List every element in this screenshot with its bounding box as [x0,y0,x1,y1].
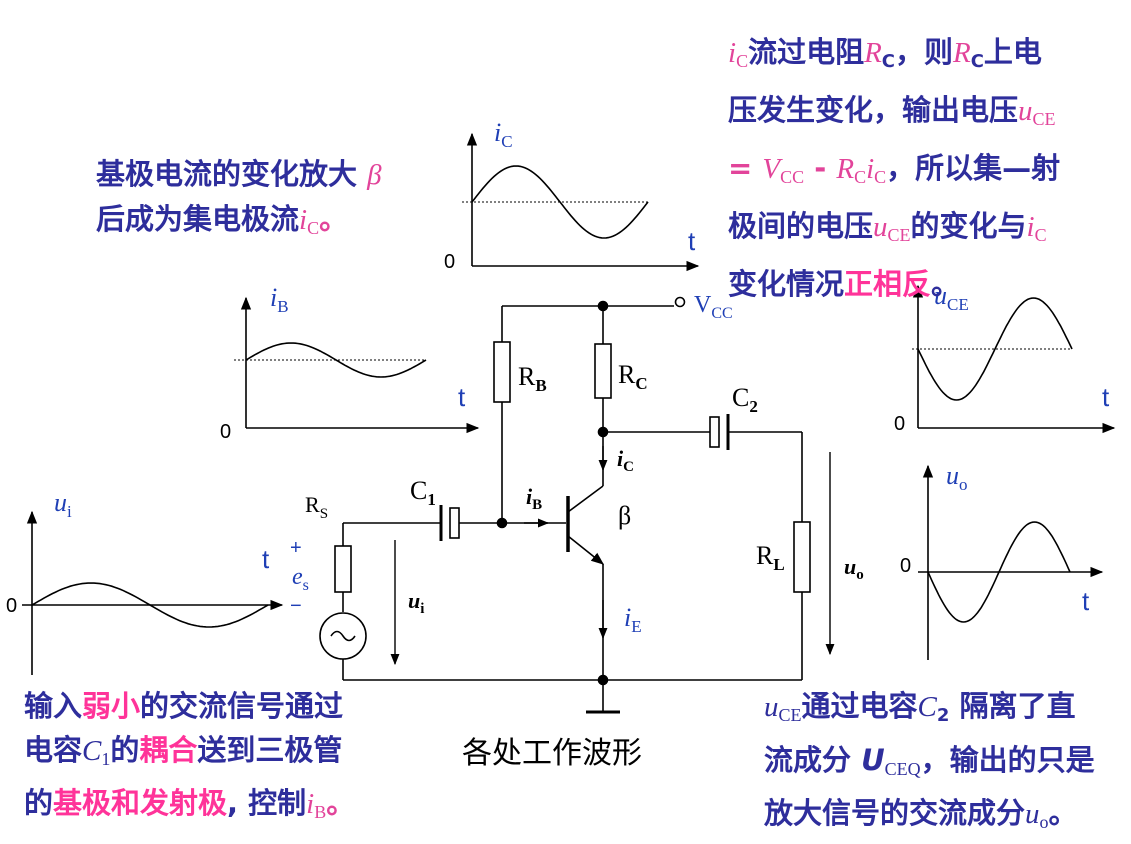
graph-uo-origin: 0 [900,555,911,577]
graph-ui [22,510,284,675]
graph-uo [918,464,1104,660]
note-top-left: 基极电流的变化放大 β 后成为集电极流iC。 [96,152,382,250]
graph-uce-t: t [1102,382,1110,412]
note-top-right-line3: = VCC - RCiC，所以集—射 [728,151,1061,188]
graph-uo-t: t [1082,586,1090,616]
graph-ib-label: iB [270,283,289,316]
note-top-right-line4: 极间的电压uCE的变化与iC [728,209,1047,246]
label-rb: RB [518,362,547,395]
note-bottom-right-line2: 流成分 UCEQ，输出的只是 [764,743,1095,780]
capacitor-c1-plate-b [449,507,460,539]
note-top-left-line1: 基极电流的变化放大 β [96,157,382,191]
graph-uo-label: uo [946,461,968,494]
graph-ib-origin: 0 [220,421,231,443]
graph-ib [234,296,480,434]
label-plus: + [290,537,302,559]
resistor-rc [594,343,612,399]
label-ib: iB [526,484,542,513]
note-bottom-right-line3: 放大信号的交流成分uo。 [764,796,1078,833]
note-bottom-left-line3: 的基极和发射极, 控制iB。 [24,786,356,823]
graph-uce-label: uCE [934,281,969,314]
graph-ib-t: t [458,382,466,412]
label-c1: C1 [410,476,436,509]
caption: 各处工作波形 [462,736,642,771]
note-top-right-line5: 变化情况正相反。 [728,267,961,302]
label-ic: iC [617,446,634,475]
graph-ic [462,132,700,272]
label-ui: ui [408,588,424,617]
note-top-right-line1: iC流过电阻RC，则RC上电 [728,35,1042,73]
graph-ic-origin: 0 [444,251,455,273]
transistor-collector [567,485,604,513]
note-bottom-left-line2: 电容C1的耦合送到三极管 [24,733,343,770]
resistor-rl [793,521,811,593]
note-bottom-right: uCE通过电容C2 隔离了直 流成分 UCEQ，输出的只是 放大信号的交流成分u… [764,684,1095,844]
label-es: es [292,564,309,594]
note-top-right-line2: 压发生变化，输出电压uCE [728,93,1056,130]
vcc-terminal [674,296,686,308]
label-rc: RC [618,360,648,393]
note-bottom-left-line1: 输入弱小的交流信号通过 [24,689,344,723]
label-rs: RS [305,492,328,522]
resistor-rs [334,545,352,593]
label-vcc: VCC [694,292,733,322]
label-t-source: t [262,544,270,574]
graph-ic-t: t [688,226,696,256]
note-top-right: iC流过电阻RC，则RC上电 压发生变化，输出电压uCE = VCC - RCi… [728,28,1060,309]
transistor-emitter [567,535,604,565]
note-bottom-left: 输入弱小的交流信号通过 电容C1的耦合送到三极管 的基极和发射极, 控制iB。 [24,684,355,834]
graph-uce-origin: 0 [894,413,905,435]
circuit [319,296,835,714]
graph-uce [912,284,1116,434]
graph-ic-curve [471,165,649,239]
ac-source-tilde [330,630,356,642]
resistor-rb [493,341,511,403]
label-uo: uo [844,554,864,583]
graph-ic-label: iC [494,118,513,151]
node-base [496,517,508,529]
label-c2: C2 [732,383,758,416]
graph-ib-curve [245,342,427,378]
label-ie: iE [624,603,642,636]
graph-ui-curve [31,582,269,628]
label-beta: β [618,501,631,530]
note-bottom-right-line1: uCE通过电容C2 隔离了直 [764,689,1076,727]
graph-ui-label: ui [54,488,72,521]
graph-uo-curve [927,521,1071,623]
label-rl: RL [756,541,785,574]
capacitor-c2-plate-a [709,416,720,448]
graph-uce-curve [917,297,1073,401]
note-top-left-line2: 后成为集电极流iC。 [96,202,349,239]
graph-ui-origin: 0 [6,595,17,617]
label-minus: − [290,595,302,617]
